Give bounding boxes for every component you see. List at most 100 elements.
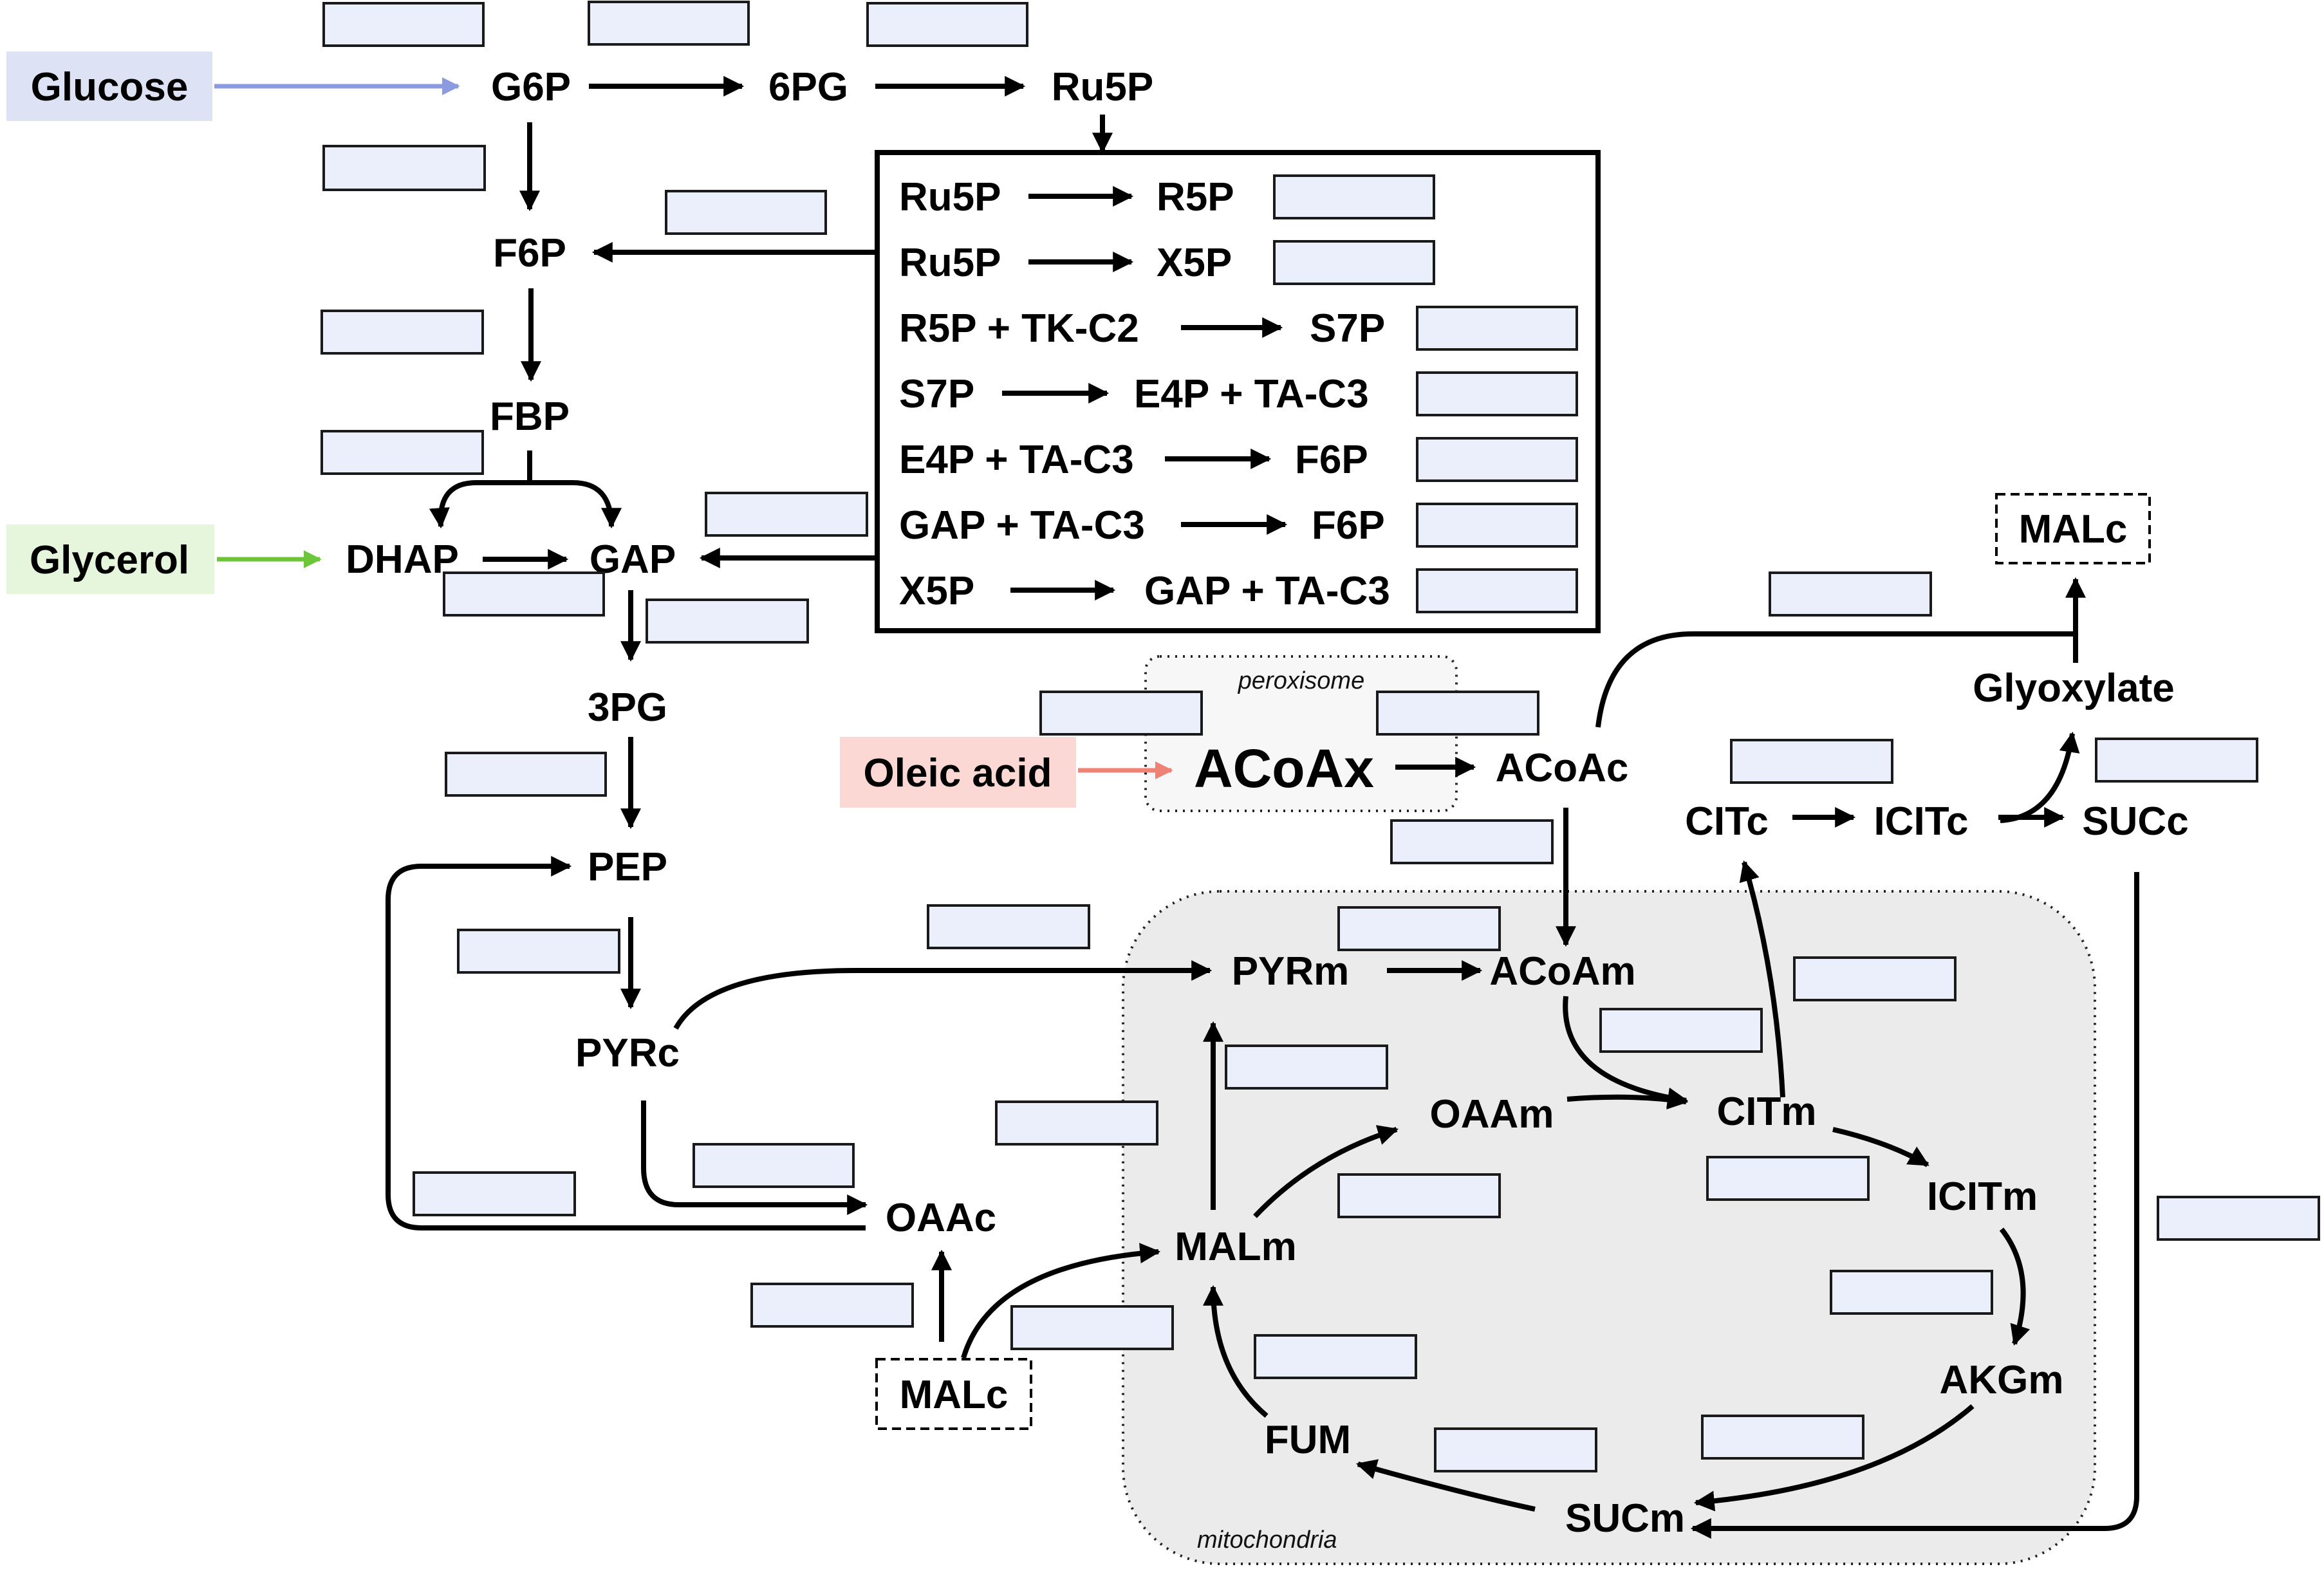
metabolite-pyrc: PYRc bbox=[575, 1031, 680, 1075]
ppp-reaction-right: F6P bbox=[1295, 438, 1368, 482]
ppp-reaction-left: E4P + TA-C3 bbox=[899, 438, 1134, 482]
peroxisome-label: peroxisome bbox=[1238, 667, 1364, 694]
metabolite-acoam: ACoAm bbox=[1489, 949, 1635, 994]
metabolite-labels: G6P 6PG Ru5P F6P FBP DHAP GAP 3PG PEP PY… bbox=[346, 65, 2189, 1541]
metabolite-icitc: ICITc bbox=[1874, 799, 1969, 844]
ppp-reaction-left: R5P + TK-C2 bbox=[899, 306, 1139, 351]
ppp-reaction-5: E4P + TA-C3 F6P bbox=[899, 438, 1368, 482]
flux-box bbox=[1039, 691, 1203, 736]
flux-box bbox=[2095, 738, 2258, 783]
flux-box bbox=[1793, 956, 1957, 1001]
metabolite-citc: CITc bbox=[1685, 799, 1769, 844]
flux-box bbox=[413, 1171, 576, 1216]
flux-box bbox=[1254, 1334, 1417, 1379]
metabolite-f6p: F6P bbox=[493, 231, 566, 275]
ppp-reaction-2: Ru5P X5P bbox=[899, 241, 1232, 285]
ppp-reaction-right: E4P + TA-C3 bbox=[1134, 372, 1369, 416]
flux-value-boxes bbox=[321, 1, 2320, 1472]
ppp-reaction-3: R5P + TK-C2 S7P bbox=[899, 306, 1385, 351]
flux-box bbox=[1416, 437, 1578, 482]
flux-box bbox=[1730, 739, 1893, 784]
flux-box bbox=[1416, 371, 1578, 416]
ppp-reaction-right: GAP + TA-C3 bbox=[1144, 569, 1390, 613]
ppp-reaction-1: Ru5P R5P bbox=[899, 175, 1234, 219]
metabolite-acoac: ACoAc bbox=[1496, 746, 1629, 790]
flux-box bbox=[1830, 1270, 1993, 1315]
metabolite-akgm: AKGm bbox=[1940, 1358, 2064, 1402]
flux-box bbox=[665, 190, 827, 235]
metabolite-acoax: ACoAx bbox=[1194, 738, 1374, 799]
flux-box bbox=[1273, 240, 1435, 285]
flux-box bbox=[1376, 691, 1539, 736]
metabolite-ru5p: Ru5P bbox=[1052, 65, 1153, 109]
flux-box bbox=[1416, 568, 1578, 613]
flux-box bbox=[1416, 503, 1578, 548]
ppp-reaction-6: GAP + TA-C3 F6P bbox=[899, 503, 1385, 548]
metabolite-malc-top: MALc bbox=[2019, 507, 2128, 552]
metabolite-fbp: FBP bbox=[490, 395, 570, 439]
ppp-reaction-left: Ru5P bbox=[899, 241, 1001, 285]
metabolite-pyrm: PYRm bbox=[1232, 949, 1350, 994]
glycerol-label: Glycerol bbox=[30, 538, 189, 582]
ppp-reaction-left: X5P bbox=[899, 569, 974, 613]
metabolite-pep: PEP bbox=[588, 845, 667, 889]
glucose-source: Glucose bbox=[6, 51, 212, 121]
glucose-label: Glucose bbox=[31, 65, 189, 109]
flux-box bbox=[321, 310, 484, 355]
ppp-reaction-7: X5P GAP + TA-C3 bbox=[899, 569, 1390, 613]
ppp-reaction-right: R5P bbox=[1157, 175, 1234, 219]
flux-box bbox=[588, 1, 750, 46]
metabolite-succ: SUCc bbox=[2082, 799, 2188, 844]
flux-box bbox=[1706, 1156, 1870, 1201]
oleic-acid-source: Oleic acid bbox=[840, 737, 1076, 808]
metabolite-malm: MALm bbox=[1175, 1225, 1296, 1269]
flux-box bbox=[866, 2, 1028, 47]
flux-box bbox=[457, 929, 620, 974]
flux-box bbox=[1416, 306, 1578, 351]
flux-box bbox=[693, 1143, 855, 1188]
metabolite-oaac: OAAc bbox=[886, 1196, 996, 1240]
flux-box bbox=[927, 904, 1090, 949]
flux-box bbox=[1273, 174, 1435, 219]
malc-bottom-node: MALc bbox=[875, 1358, 1032, 1430]
mitochondria-label: mitochondria bbox=[1197, 1527, 1337, 1554]
flux-box bbox=[445, 752, 607, 797]
oleic-acid-label: Oleic acid bbox=[864, 751, 1052, 795]
metabolite-6pg: 6PG bbox=[768, 65, 848, 109]
flux-box bbox=[1769, 571, 1932, 617]
flux-box bbox=[1225, 1044, 1388, 1090]
flux-box bbox=[1390, 819, 1554, 864]
flux-box bbox=[1434, 1427, 1597, 1472]
metabolite-citm: CITm bbox=[1717, 1090, 1817, 1134]
pentose-phosphate-box: Ru5P R5P Ru5P X5P R5P + TK-C2 S7P S7P E4… bbox=[875, 150, 1601, 633]
flux-box bbox=[322, 2, 485, 47]
ppp-reaction-4: S7P E4P + TA-C3 bbox=[899, 372, 1369, 416]
metabolite-fum: FUM bbox=[1265, 1418, 1351, 1462]
metabolite-3pg: 3PG bbox=[588, 685, 667, 730]
flux-box bbox=[2157, 1196, 2320, 1241]
ppp-reaction-left: Ru5P bbox=[899, 175, 1001, 219]
flux-box bbox=[1010, 1305, 1174, 1350]
glycerol-source: Glycerol bbox=[6, 525, 214, 594]
flux-arrows bbox=[214, 76, 2139, 1539]
flux-box bbox=[321, 430, 484, 475]
ppp-reaction-right: F6P bbox=[1312, 503, 1385, 548]
metabolite-sucm: SUCm bbox=[1565, 1496, 1685, 1541]
flux-box bbox=[995, 1100, 1158, 1146]
flux-box bbox=[443, 571, 605, 617]
ppp-reaction-right: X5P bbox=[1157, 241, 1232, 285]
metabolite-glyoxylate: Glyoxylate bbox=[1973, 666, 2175, 710]
metabolite-g6p: G6P bbox=[491, 65, 571, 109]
flux-box bbox=[750, 1283, 914, 1328]
ppp-reaction-left: GAP + TA-C3 bbox=[899, 503, 1145, 548]
malc-top-node: MALc bbox=[1995, 493, 2151, 564]
flux-box bbox=[1701, 1415, 1864, 1460]
flux-box bbox=[1337, 1173, 1501, 1218]
metabolite-oaam: OAAm bbox=[1430, 1092, 1554, 1137]
metabolite-dhap: DHAP bbox=[346, 537, 459, 582]
metabolite-malc-bottom: MALc bbox=[900, 1373, 1009, 1417]
ppp-reaction-left: S7P bbox=[899, 372, 974, 416]
flux-box bbox=[705, 492, 868, 537]
flux-box bbox=[322, 145, 486, 191]
